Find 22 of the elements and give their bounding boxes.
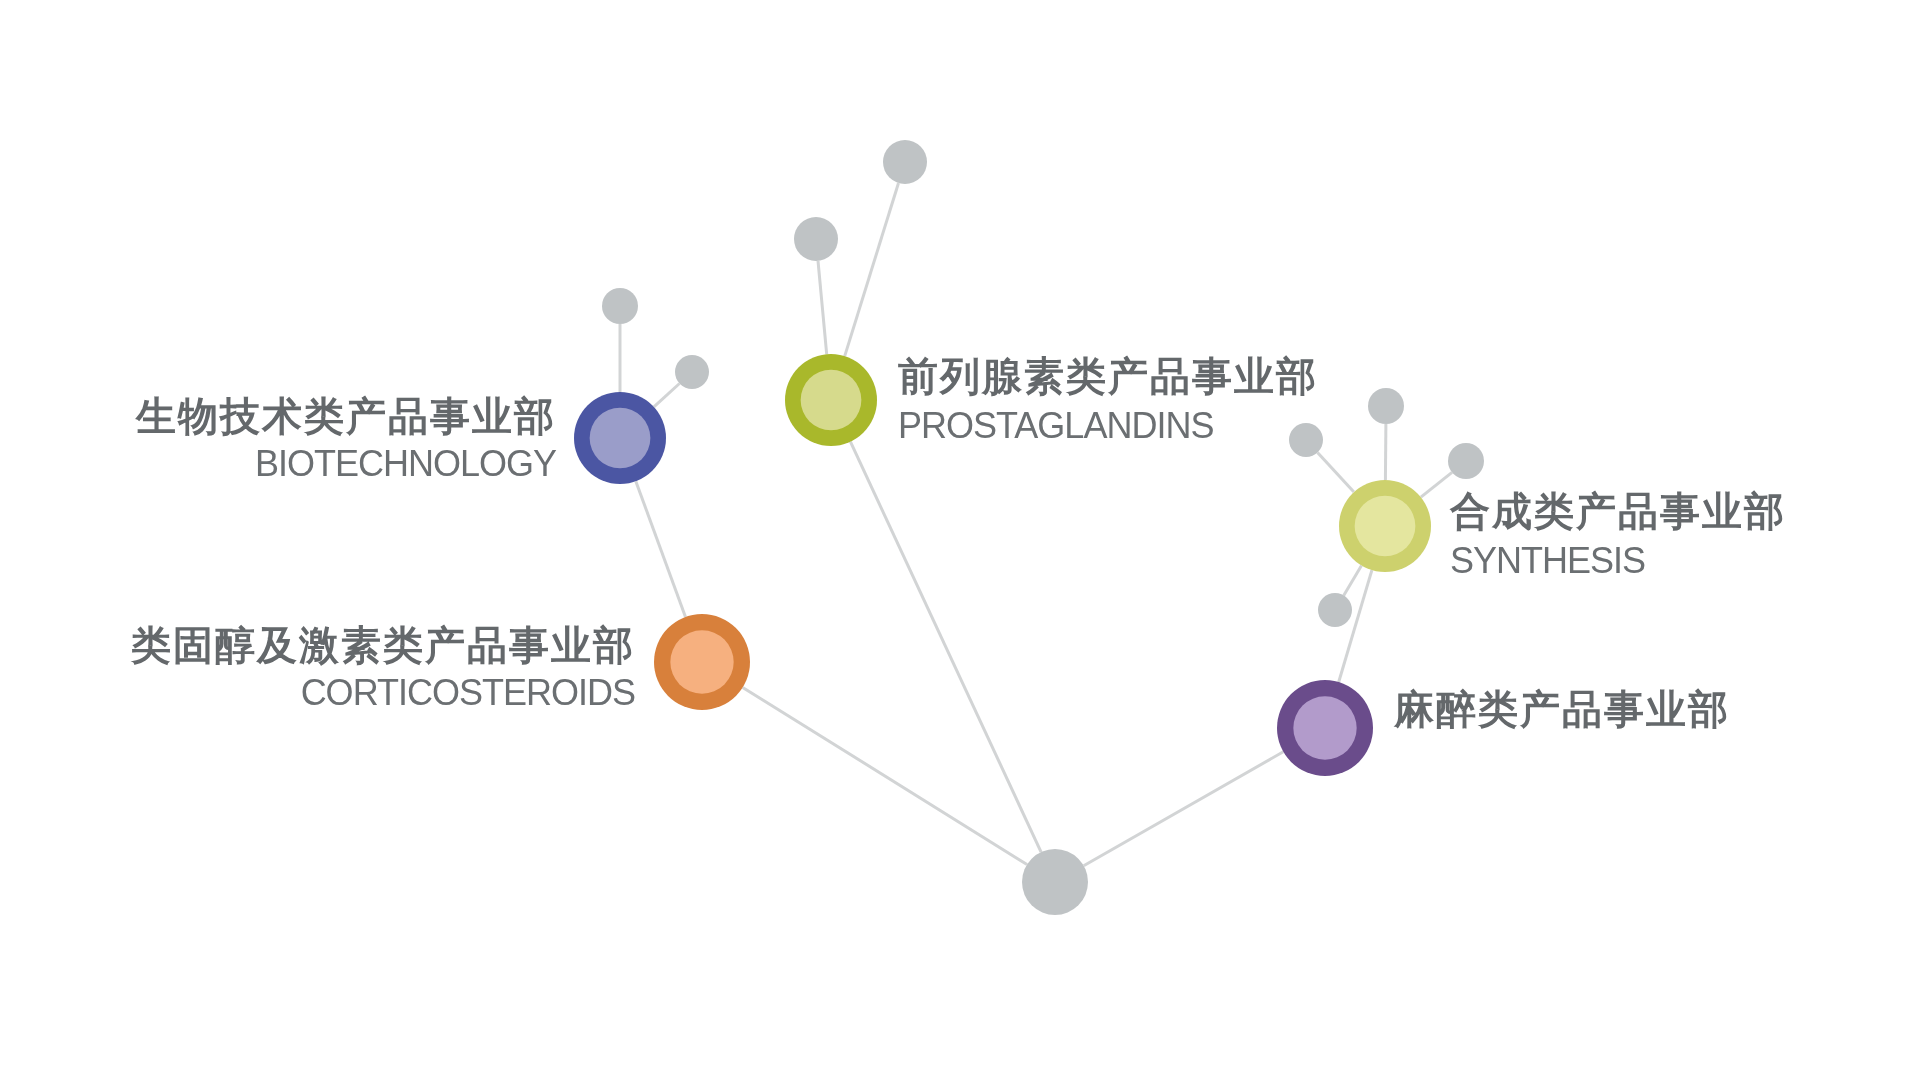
- connector-line: [618, 324, 622, 392]
- connector-line: [1419, 471, 1453, 499]
- connector-line: [1342, 564, 1363, 597]
- division-name: 前列腺素类产品事业部: [898, 352, 1318, 400]
- division-name: 类固醇及激素类产品事业部: [131, 621, 635, 669]
- connector-line: [634, 480, 687, 618]
- connector-line: [849, 441, 1043, 853]
- connector-line: [843, 182, 900, 357]
- connector-line: [816, 260, 829, 355]
- division-name: 合成类产品事业部: [1450, 487, 1786, 535]
- connector-line: [1337, 569, 1374, 683]
- connector-line: [1316, 451, 1355, 494]
- connector-line: [652, 382, 681, 408]
- division-subtitle: PROSTAGLANDINS: [898, 405, 1214, 447]
- division-name: 生物技术类产品事业部: [136, 392, 556, 440]
- division-subtitle: BIOTECHNOLOGY: [254, 443, 556, 485]
- division-subtitle: SYNTHESIS: [1450, 540, 1646, 582]
- connector-line: [1383, 424, 1388, 480]
- division-subtitle: CORTICOSTEROIDS: [300, 672, 635, 714]
- connector-line: [1082, 750, 1285, 867]
- connector-line: [741, 686, 1028, 866]
- division-name: 麻醉类产品事业部: [1394, 685, 1730, 733]
